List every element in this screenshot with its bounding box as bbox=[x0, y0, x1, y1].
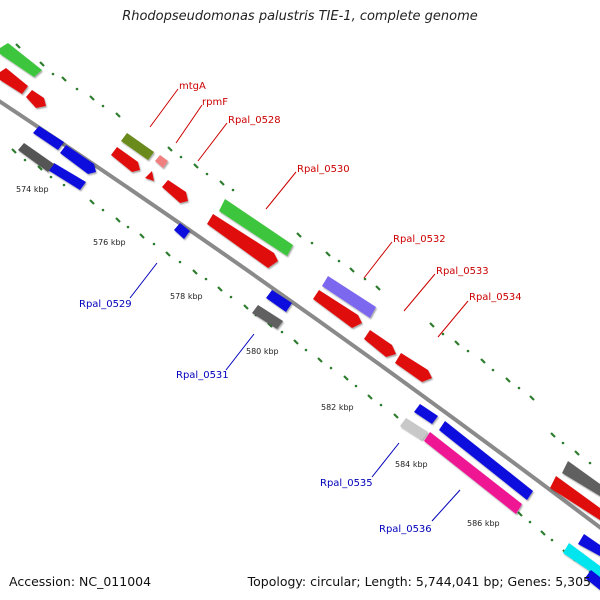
gene-block-green-1[interactable] bbox=[0, 43, 42, 77]
gene-label-rpmF[interactable]: rpmF bbox=[202, 97, 228, 108]
kbp-580: 580 kbp bbox=[246, 347, 279, 356]
gene-label-Rpal_0533[interactable]: Rpal_0533 bbox=[436, 266, 489, 277]
gene-labels: mtgA rpmF Rpal_0528 Rpal_0530 Rpal_0532 … bbox=[79, 81, 522, 535]
kbp-582: 582 kbp bbox=[321, 403, 354, 412]
reverse-leaders bbox=[129, 262, 461, 522]
genome-backbone bbox=[0, 99, 600, 530]
kbp-576: 576 kbp bbox=[93, 238, 126, 247]
gene-arrow-red-Rpal_0534[interactable] bbox=[395, 353, 432, 382]
gene-block-olive-mtgA[interactable] bbox=[121, 133, 154, 160]
gene-block-purple-Rpal_0532[interactable] bbox=[322, 276, 376, 318]
gene-label-mtgA[interactable]: mtgA bbox=[179, 81, 206, 92]
gene-label-Rpal_0528[interactable]: Rpal_0528 bbox=[228, 115, 281, 126]
tick-track-outer-forward bbox=[15, 43, 580, 456]
gene-arrow-red-Rpal_0532[interactable] bbox=[313, 290, 362, 328]
gene-arrow-red-right[interactable] bbox=[550, 476, 600, 520]
gene-block-grey-1[interactable] bbox=[18, 143, 54, 172]
gene-arrow-red-1[interactable] bbox=[0, 68, 28, 94]
gene-arrow-blue-3[interactable] bbox=[48, 163, 86, 190]
gene-arrow-blue-small[interactable] bbox=[174, 223, 190, 239]
gene-block-green-Rpal_0530[interactable] bbox=[219, 199, 293, 256]
gene-block-grey-Rpal_0531[interactable] bbox=[252, 305, 283, 329]
gene-arrow-blue-Rpal_0535[interactable] bbox=[414, 404, 438, 424]
forward-leaders bbox=[149, 88, 469, 338]
kbp-578: 578 kbp bbox=[170, 292, 203, 301]
gene-arrow-red-Rpal_0530[interactable] bbox=[207, 214, 278, 268]
gene-block-magenta-Rpal_0536[interactable] bbox=[424, 432, 522, 514]
kbp-labels: 574 kbp 576 kbp 578 kbp 580 kbp 582 kbp … bbox=[16, 185, 500, 528]
tick-track-outer-dots bbox=[51, 72, 592, 465]
genome-summary-text: Topology: circular; Length: 5,744,041 bp… bbox=[247, 574, 591, 589]
gene-label-Rpal_0530[interactable]: Rpal_0530 bbox=[297, 164, 350, 175]
gene-arrow-blue-right[interactable] bbox=[578, 534, 600, 556]
gene-arrow-blue-1[interactable] bbox=[33, 126, 64, 150]
gene-arrow-red-mtgA-near[interactable] bbox=[111, 147, 140, 172]
gene-label-Rpal_0529[interactable]: Rpal_0529 bbox=[79, 299, 132, 310]
kbp-586: 586 kbp bbox=[467, 519, 500, 528]
gene-arrow-red-Rpal_0528[interactable] bbox=[162, 180, 188, 203]
gene-arrow-blue-2[interactable] bbox=[60, 145, 96, 174]
gene-features bbox=[0, 43, 600, 590]
gene-label-Rpal_0531[interactable]: Rpal_0531 bbox=[176, 370, 229, 381]
gene-arrow-blue-Rpal_0531[interactable] bbox=[266, 290, 292, 312]
gene-block-blue-Rpal_0536[interactable] bbox=[439, 421, 533, 500]
gene-block-cyan-right[interactable] bbox=[563, 543, 600, 578]
gene-arrow-red-Rpal_0533[interactable] bbox=[364, 330, 396, 357]
gene-arrow-red-small[interactable] bbox=[145, 171, 154, 181]
map-title: Rhodopseudomonas palustris TIE-1, comple… bbox=[122, 9, 478, 24]
accession-text: Accession: NC_011004 bbox=[9, 574, 152, 589]
gene-label-Rpal_0535[interactable]: Rpal_0535 bbox=[320, 478, 373, 489]
tick-track-inner-dots bbox=[23, 158, 592, 574]
gene-block-silver-Rpal_0535[interactable] bbox=[400, 418, 428, 440]
gene-label-Rpal_0536[interactable]: Rpal_0536 bbox=[379, 524, 432, 535]
tick-track-inner bbox=[11, 148, 568, 555]
kbp-584: 584 kbp bbox=[395, 460, 428, 469]
gene-block-grey-right[interactable] bbox=[562, 461, 600, 496]
kbp-574: 574 kbp bbox=[16, 185, 49, 194]
gene-arrow-blue-right-2[interactable] bbox=[585, 570, 600, 590]
gene-label-Rpal_0532[interactable]: Rpal_0532 bbox=[393, 234, 446, 245]
gene-block-pink-rpmF[interactable] bbox=[155, 155, 168, 168]
gene-label-Rpal_0534[interactable]: Rpal_0534 bbox=[469, 292, 522, 303]
gene-arrow-red-2[interactable] bbox=[26, 90, 46, 108]
